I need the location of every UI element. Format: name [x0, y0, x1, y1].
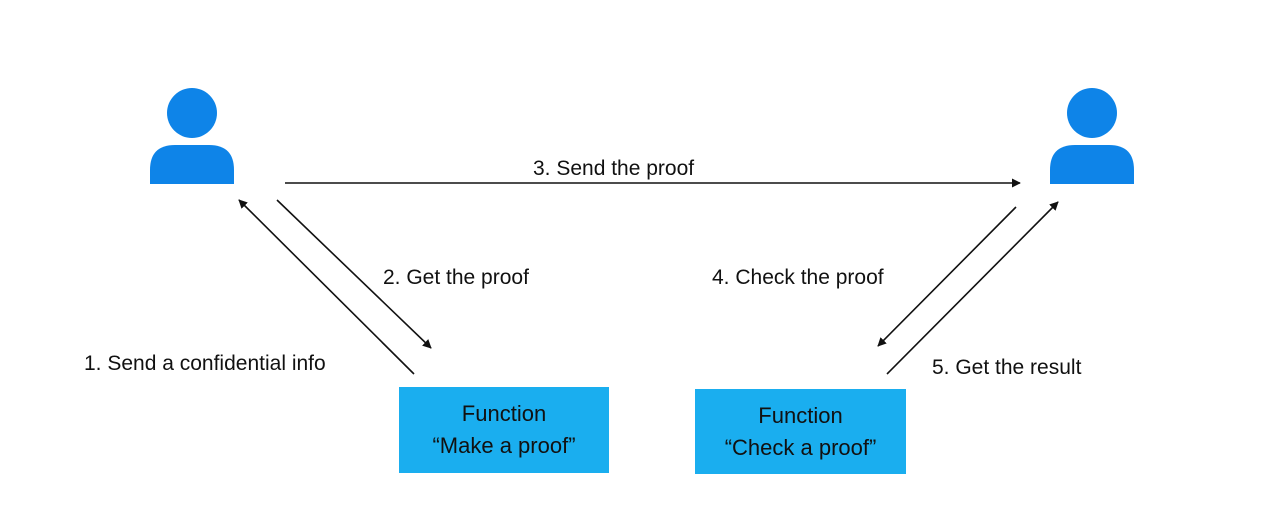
- function-make-proof-title: Function: [461, 401, 547, 426]
- function-check-proof-title: Function: [758, 402, 843, 428]
- function-check-proof-name: “Check a proof”: [724, 434, 877, 460]
- function-make-proof-box: Function “Make a proof”: [399, 387, 609, 473]
- arrow-get-proof: [276, 199, 432, 349]
- function-check-proof-box: Function “Check a proof”: [695, 389, 906, 474]
- label-step-2: 2. Get the proof: [383, 266, 529, 289]
- right-user-icon: [1050, 88, 1134, 184]
- label-step-1: 1. Send a confidential info: [84, 352, 326, 375]
- label-step-5: 5. Get the result: [932, 356, 1082, 379]
- function-make-proof-name: “Make a proof”: [432, 433, 576, 458]
- left-user-icon: [150, 88, 234, 184]
- arrow-send-confidential-info: [238, 199, 415, 375]
- arrow-get-result: [886, 201, 1059, 375]
- label-step-3: 3. Send the proof: [533, 157, 695, 180]
- label-step-4: 4. Check the proof: [712, 266, 884, 289]
- arrow-check-proof: [877, 206, 1017, 347]
